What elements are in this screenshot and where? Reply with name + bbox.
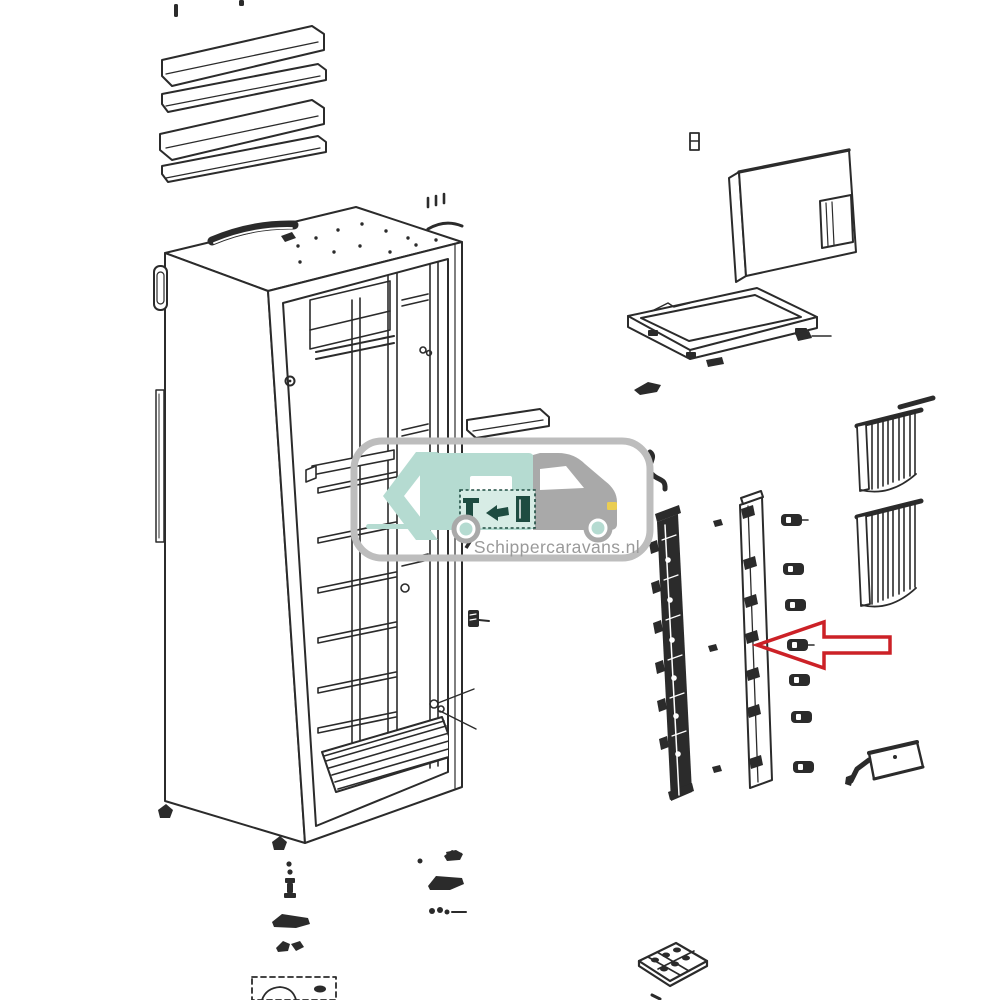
- side-trim-strip: [155, 389, 165, 543]
- small-bracket: [634, 382, 661, 395]
- cab-window: [540, 466, 584, 490]
- van-wheels: [451, 513, 613, 549]
- top-screw-trio: [426, 192, 446, 209]
- top-face-holes: [281, 222, 438, 264]
- watermark-frame: [350, 437, 654, 562]
- bottom-grid: [321, 716, 448, 793]
- top-bracket: [426, 221, 464, 231]
- drip-tray: [627, 287, 818, 360]
- van-blinker: [607, 502, 617, 510]
- pointer-line: [439, 710, 477, 730]
- watermark: Schippercaravans.nl: [350, 437, 654, 562]
- flue-bracket: [845, 740, 925, 786]
- freezer-door-panel: [689, 132, 857, 283]
- bottom-small-parts: [272, 850, 464, 952]
- pointer-line: [437, 688, 475, 704]
- door-clip-column: [781, 514, 815, 773]
- door-trim-rails: [159, 25, 327, 183]
- highlight-arrow: [751, 619, 892, 671]
- hinge-rail-light: [739, 490, 773, 789]
- top-screws: [174, 0, 244, 17]
- vent-grille-upper: [854, 395, 936, 493]
- door-switch-clip: [468, 610, 490, 627]
- tray-clips: [706, 331, 812, 367]
- watermark-text: Schippercaravans.nl: [474, 537, 640, 557]
- shelf-trim-piece: [466, 408, 550, 439]
- ice-cube-tray: [637, 941, 709, 1000]
- refrigerator-cabinet: [153, 192, 477, 844]
- diagram-line-art: [153, 0, 936, 1000]
- service-box-dashed: [251, 976, 337, 1000]
- vent-grille-lower: [854, 498, 924, 608]
- hinge-rail-dark: [649, 505, 694, 801]
- cabinet-interior: [305, 259, 448, 793]
- tiny-screws: [708, 519, 723, 773]
